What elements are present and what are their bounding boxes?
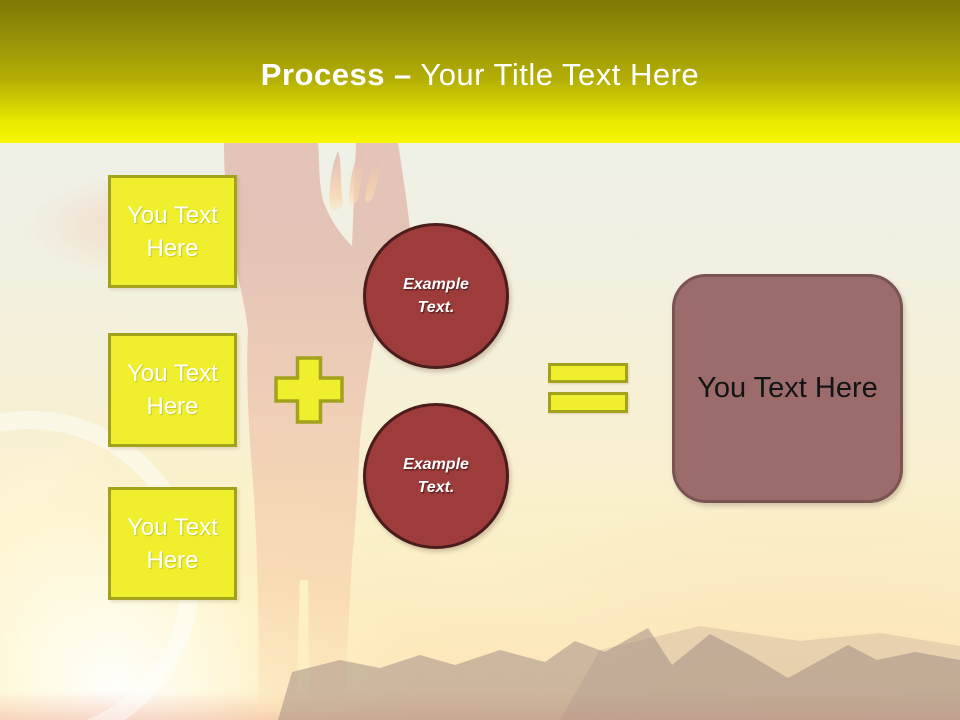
stage-circle-1[interactable]: Example Text.: [363, 223, 509, 369]
mountain-ridge: [278, 628, 960, 720]
stage-circle-2-label: Example Text.: [403, 456, 469, 496]
equals-bar-top: [548, 363, 628, 383]
plus-icon[interactable]: [274, 356, 344, 424]
stage-circle-1-label: Example Text.: [403, 276, 469, 316]
result-box[interactable]: You Text Here: [672, 274, 903, 503]
slide-title: Process – Your Title Text Here: [261, 51, 699, 93]
input-box-1[interactable]: You Text Here: [108, 175, 237, 288]
title-bar: Process – Your Title Text Here: [0, 0, 960, 143]
input-box-2[interactable]: You Text Here: [108, 333, 237, 447]
slide-title-keyword: Process –: [260, 56, 412, 92]
input-box-1-label: You Text Here: [127, 201, 218, 262]
result-box-label: You Text Here: [697, 372, 878, 404]
stage-circle-2[interactable]: Example Text.: [363, 403, 509, 549]
equals-icon[interactable]: [548, 363, 628, 413]
input-box-3[interactable]: You Text Here: [108, 487, 237, 600]
input-box-2-label: You Text Here: [127, 360, 218, 420]
equals-bar-bottom: [548, 392, 628, 413]
input-box-3-label: You Text Here: [127, 513, 218, 574]
slide-title-subtitle: Your Title Text Here: [420, 56, 700, 92]
